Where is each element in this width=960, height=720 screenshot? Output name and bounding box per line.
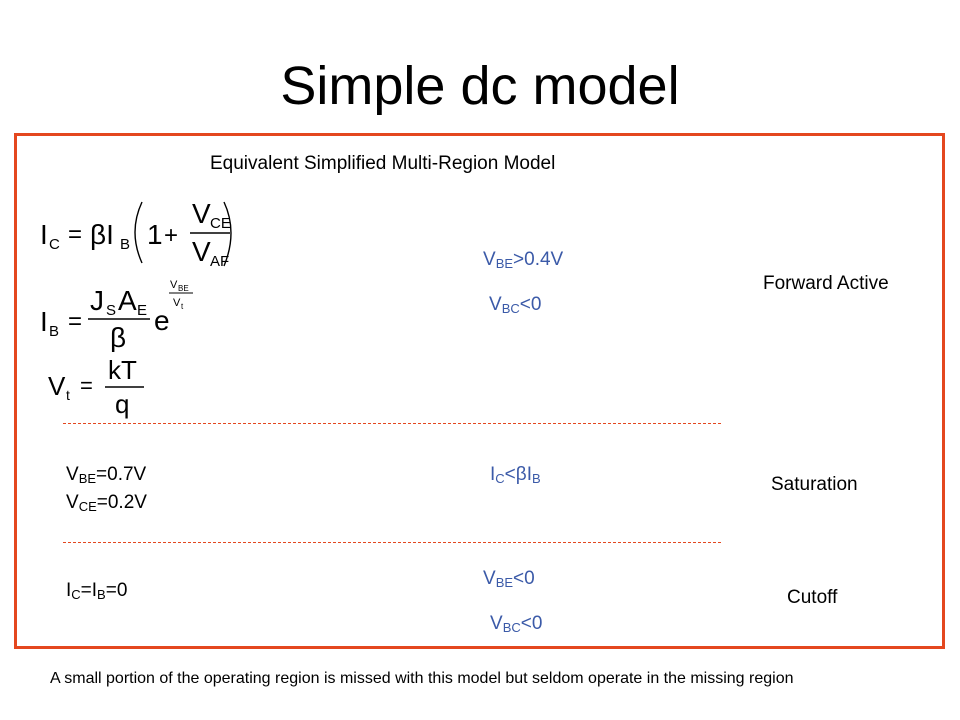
region-divider bbox=[63, 542, 721, 543]
model-frame bbox=[14, 133, 945, 649]
svg-text:BE: BE bbox=[178, 284, 189, 293]
svg-text:e: e bbox=[154, 305, 170, 336]
saturation-vce-value: VCE=0.2V bbox=[66, 492, 147, 514]
svg-text:βI: βI bbox=[90, 219, 114, 250]
base-current-equation: I B = J S A E β e V BE V t bbox=[40, 279, 193, 352]
svg-text:A: A bbox=[118, 285, 137, 316]
svg-text:V: V bbox=[192, 198, 211, 229]
region-label-cutoff: Cutoff bbox=[787, 587, 838, 608]
svg-text:B: B bbox=[120, 236, 130, 253]
svg-text:q: q bbox=[115, 389, 129, 419]
svg-text:+: + bbox=[164, 222, 178, 249]
slide-title: Simple dc model bbox=[280, 56, 680, 116]
svg-text:I: I bbox=[40, 219, 48, 250]
saturation-vbe-value: VBE=0.7V bbox=[66, 464, 147, 486]
cutoff-vbc-condition: VBC<0 bbox=[490, 613, 543, 635]
region-label-forward-active: Forward Active bbox=[763, 273, 889, 294]
svg-text:V: V bbox=[173, 297, 181, 309]
svg-text:1: 1 bbox=[147, 219, 163, 250]
footnote: A small portion of the operating region … bbox=[50, 670, 794, 687]
svg-text:=: = bbox=[80, 373, 93, 398]
cutoff-vbe-condition: VBE<0 bbox=[483, 568, 535, 590]
svg-text:=: = bbox=[68, 308, 82, 335]
svg-text:J: J bbox=[90, 285, 104, 316]
svg-text:V: V bbox=[48, 371, 66, 401]
svg-text:V: V bbox=[192, 236, 211, 267]
region-label-saturation: Saturation bbox=[771, 474, 858, 495]
right-paren bbox=[223, 201, 232, 267]
svg-text:C: C bbox=[49, 236, 60, 253]
region-divider bbox=[63, 423, 721, 424]
svg-text:CE: CE bbox=[210, 215, 230, 232]
forward-active-vbe-condition: VBE>0.4V bbox=[483, 249, 564, 271]
svg-text:B: B bbox=[49, 323, 59, 340]
svg-text:I: I bbox=[40, 306, 48, 337]
thermal-voltage-equation: V t = kT q bbox=[48, 355, 144, 419]
model-subtitle: Equivalent Simplified Multi-Region Model bbox=[210, 153, 556, 174]
saturation-condition: IC<βIB bbox=[490, 464, 541, 486]
forward-active-vbc-condition: VBC<0 bbox=[489, 294, 542, 316]
svg-text:t: t bbox=[66, 387, 70, 403]
svg-text:E: E bbox=[137, 302, 147, 319]
svg-text:β: β bbox=[110, 322, 126, 352]
svg-text:=: = bbox=[68, 221, 82, 248]
svg-text:S: S bbox=[106, 302, 116, 319]
svg-text:V: V bbox=[170, 279, 178, 291]
svg-text:t: t bbox=[181, 302, 184, 311]
cutoff-current-value: IC=IB=0 bbox=[66, 580, 128, 602]
svg-text:kT: kT bbox=[108, 355, 137, 385]
collector-current-equation: I C = βI B 1 + V CE V AF bbox=[40, 198, 230, 270]
